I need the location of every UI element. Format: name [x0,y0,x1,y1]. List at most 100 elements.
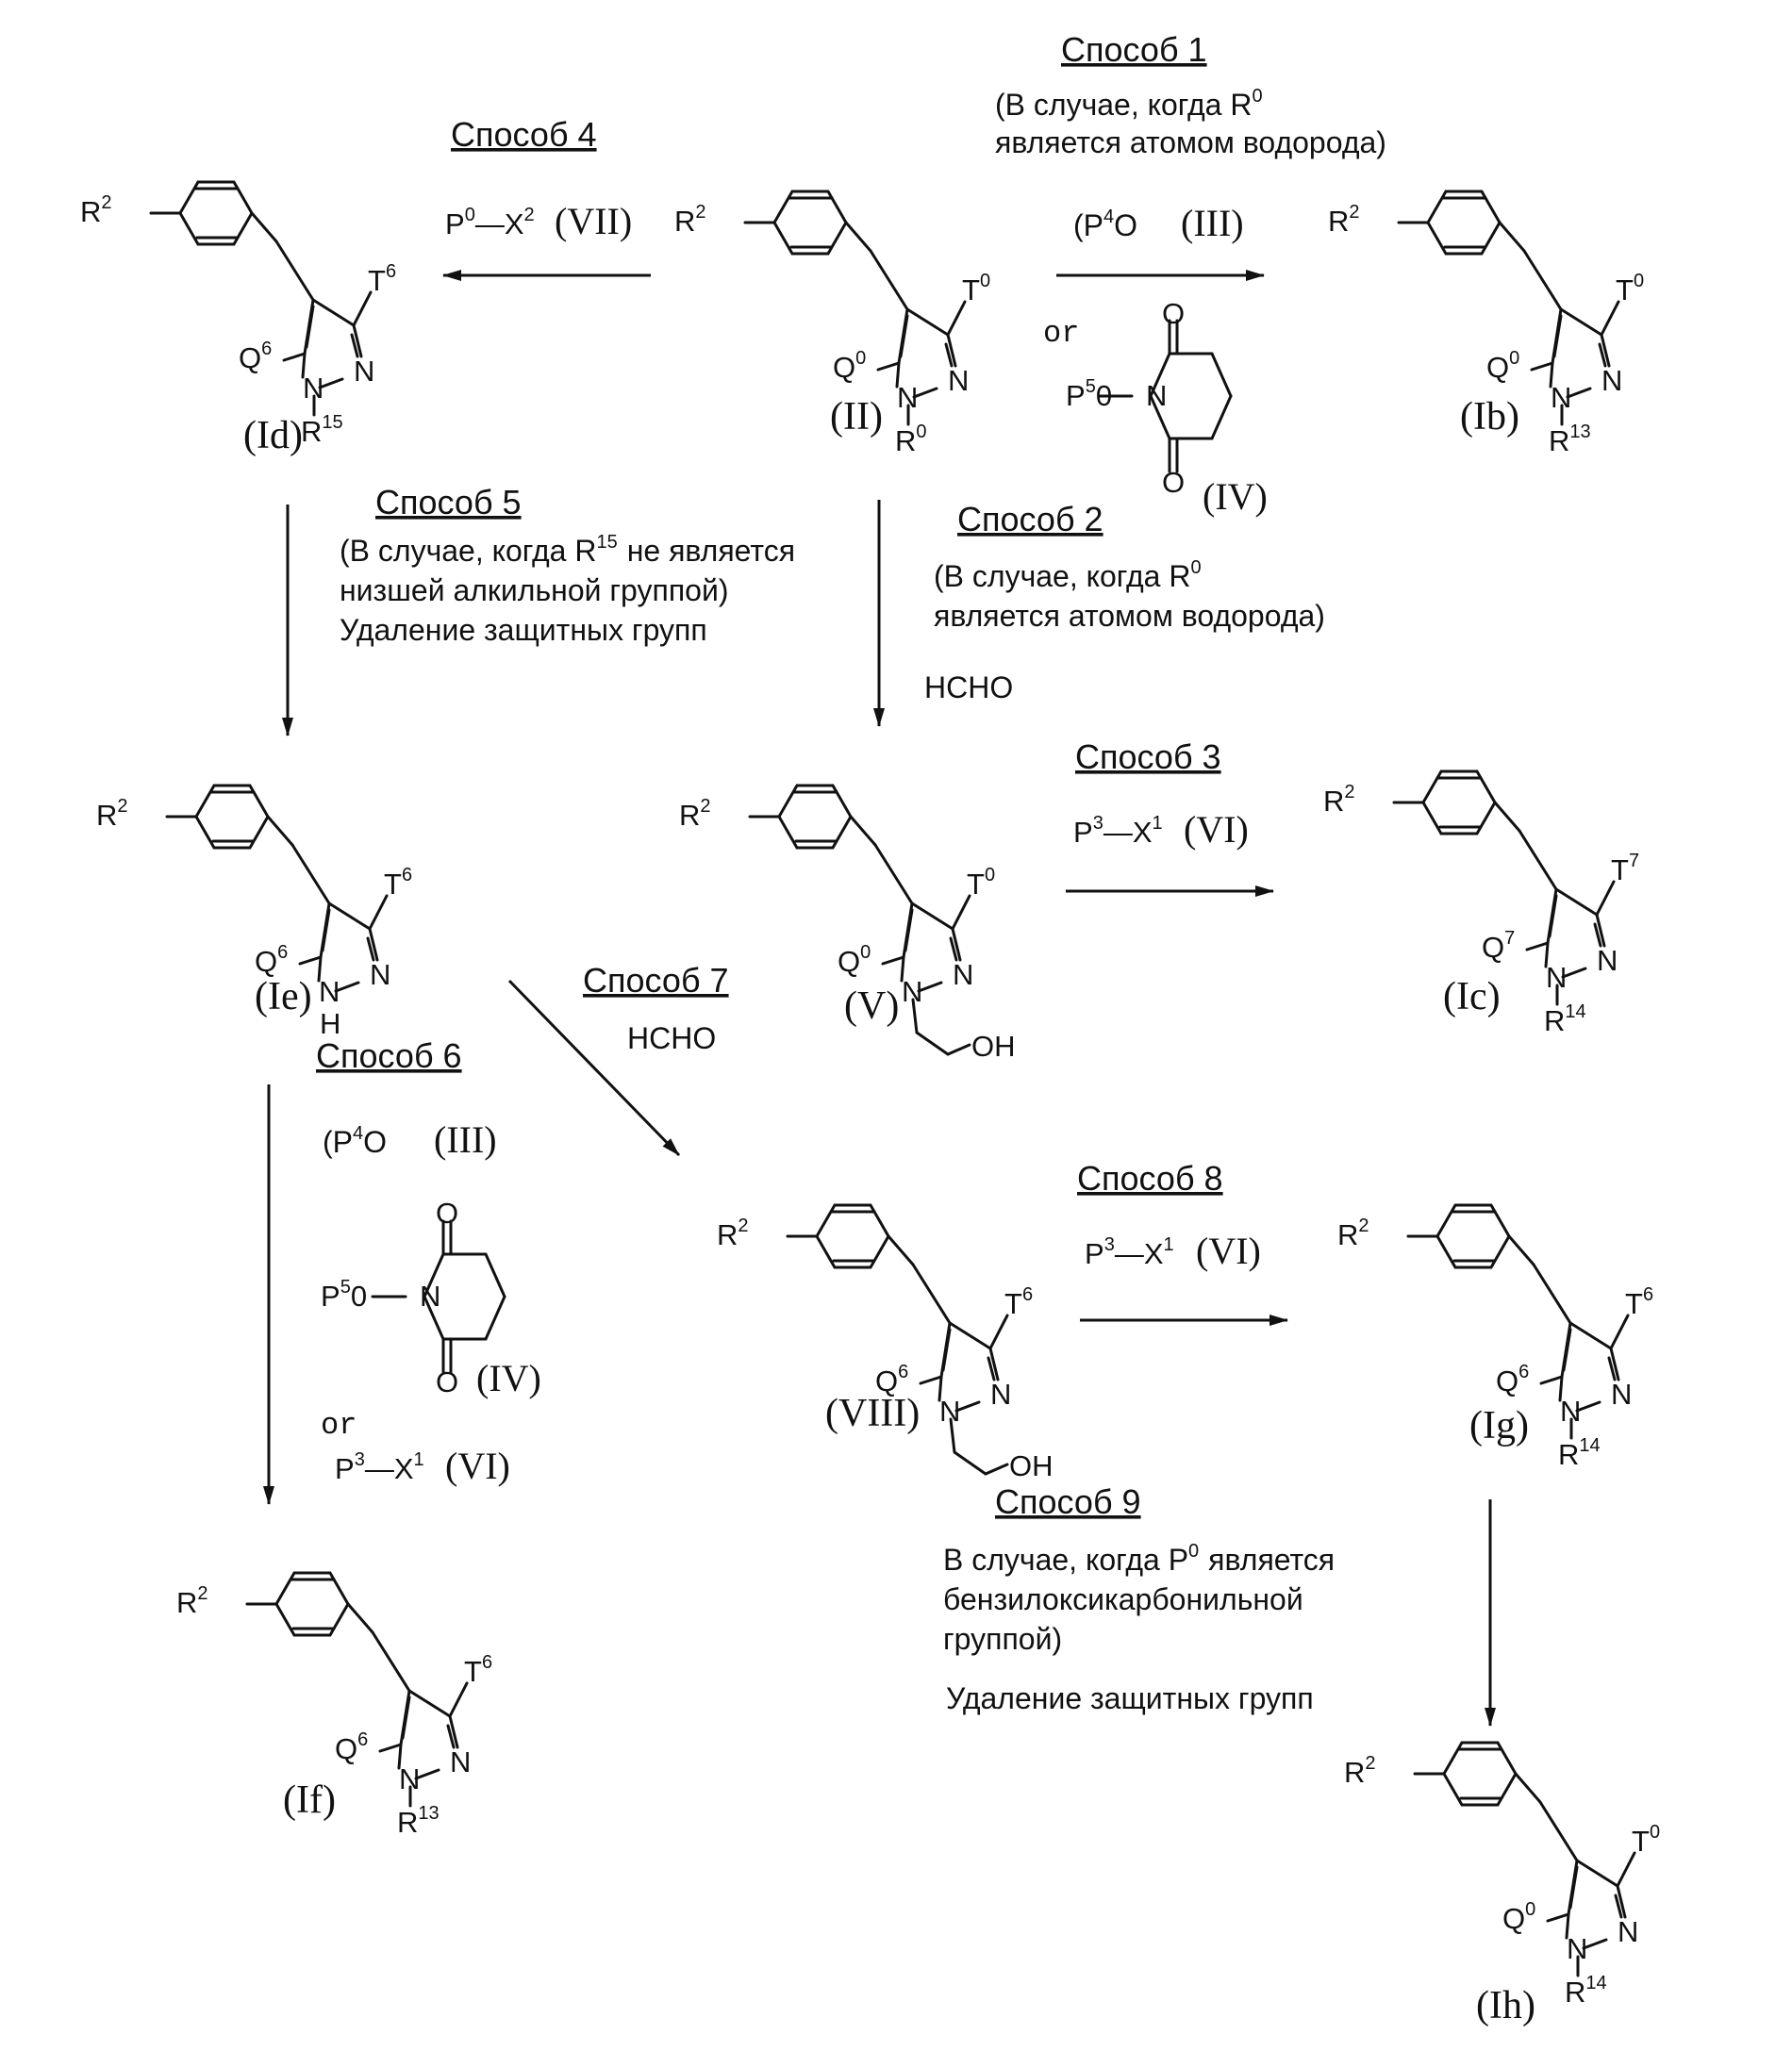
compound-V-N1: N [902,975,922,1008]
method-2-condition-2: является атомом водорода) [934,599,1325,633]
compound-Id-R2: R2 [80,192,112,228]
method-9-condition-2: бензилоксикарбонильной [943,1582,1303,1616]
method-4-title: Способ 4 [451,115,597,154]
compound-Ib-R-N1: R13 [1549,422,1591,457]
compound-Ih-R-N1: R14 [1565,1973,1607,2009]
compound-VIII-N2: N [990,1378,1011,1411]
compound-V-Q: Q0 [838,942,871,978]
compound-Ig-label: (Ig) [1469,1404,1529,1447]
compound-If-structure [247,1573,467,1806]
reagent-IV-O-top: O [1162,297,1185,330]
compound-Ic-Q: Q7 [1482,928,1515,964]
method-5-condition-2: низшей алкильной группой) [340,573,728,607]
method-9-title: Способ 9 [995,1482,1141,1521]
compound-If-N1: N [399,1762,420,1795]
compound-Ib-label: (Ib) [1460,395,1519,438]
compound-Id-N1: N [303,372,324,405]
compound-If-T: T6 [464,1652,492,1688]
compound-Ic-label: (Ic) [1443,975,1501,1018]
compound-II-R2: R2 [674,202,706,238]
compound-Ih-N1: N [1567,1932,1587,1965]
compound-Ih-N2: N [1618,1915,1638,1948]
reagent-III-method-6: (P4O [323,1123,387,1159]
or-label-method-6: or [321,1408,357,1443]
reagent-VI-method-8-label: (VI) [1196,1230,1261,1272]
compound-Ie-label: (Ie) [255,975,312,1018]
compound-Id-T: T6 [368,261,396,297]
compound-Ig-R-N1: R14 [1558,1435,1601,1471]
compound-Ig-N2: N [1611,1378,1632,1411]
compound-II-N2: N [948,364,969,397]
method-2-condition-1: (В случае, когда R0 [934,557,1202,593]
compound-V-OH: OH [971,1030,1016,1063]
method-1-condition-2: является атомом водорода) [995,125,1386,159]
compound-Id-label: (Id) [243,414,303,457]
compound-V-T: T0 [967,865,995,901]
reagent-VII-label: (VII) [555,200,632,242]
method-2-reagent: HCHO [924,670,1013,704]
reagent-IV-P5O: P50 [1066,376,1112,412]
compound-Ib-structure [1399,191,1618,424]
compound-VIII-label: (VIII) [825,1392,920,1435]
reagent-VI-method-6-label: (VI) [445,1445,510,1487]
compound-Ih-T: T0 [1632,1822,1660,1858]
reagent-IV-label: (IV) [1203,475,1268,518]
compound-Ig-T: T6 [1625,1284,1653,1320]
compound-Id-R-N1: R15 [301,412,343,448]
compound-V-label: (V) [844,984,899,1028]
method-2-title: Способ 2 [957,500,1103,538]
compound-Ic-R2: R2 [1323,782,1355,818]
compound-Ic-N1: N [1546,961,1567,994]
reagent-VI-method-3-label: (VI) [1184,808,1249,851]
compound-VIII-OH: OH [1009,1449,1054,1482]
compound-If-label: (If) [283,1778,336,1822]
compound-Id-N2: N [354,355,374,388]
compound-If-N2: N [450,1745,471,1778]
reagent-IV-N: N [1146,379,1167,412]
method-8-title: Способ 8 [1077,1159,1223,1198]
compound-Ib-Q: Q0 [1486,348,1519,384]
compound-Ib-N1: N [1551,381,1571,414]
compound-Ie-T: T6 [384,865,412,901]
reagent-VI-method-3: P3—X1 [1073,813,1163,849]
method-5-condition-3: Удаление защитных групп [340,613,707,647]
method-7-reagent: HCHO [627,1021,716,1055]
compound-Ib-R2: R2 [1328,202,1360,238]
reagent-IV-method-6-label: (IV) [476,1357,541,1399]
compound-V-N2: N [953,958,973,991]
compound-Ig-structure [1408,1205,1628,1438]
compound-V-R2: R2 [679,796,711,832]
reagent-VII: P0—X2 [445,205,535,240]
compound-Ig-R2: R2 [1337,1216,1369,1251]
compound-Ic-N2: N [1597,944,1618,977]
reagent-VI-method-8: P3—X1 [1085,1234,1174,1270]
method-3-title: Способ 3 [1075,737,1221,776]
compound-If-Q: Q6 [335,1729,368,1765]
reagent-III-label: (III) [1181,202,1244,244]
compound-VIII-N1: N [939,1395,960,1428]
compound-Ie-N2: N [370,958,390,991]
reagent-IV-method-6-P5O: P50 [321,1277,367,1313]
compound-II-structure [745,191,965,424]
compound-Ib-T: T0 [1616,271,1644,306]
compound-II-label: (II) [830,395,883,438]
compound-II-T: T0 [962,271,990,306]
compound-II-R-N1: R0 [895,422,927,457]
reagent-IV-O-bottom: O [1162,466,1185,499]
method-6-title: Способ 6 [316,1036,462,1075]
compound-Ie-NH: H [320,1007,340,1040]
arrow-method-7 [509,981,679,1155]
method-9-condition-3: группой) [943,1622,1062,1656]
compound-Ig-N1: N [1560,1395,1581,1428]
method-9-condition-1: В случае, когда P0является [943,1541,1335,1577]
compound-Ie-Q: Q6 [255,942,288,978]
method-5-title: Способ 5 [375,483,522,521]
compound-II-N1: N [897,381,918,414]
method-1-condition-1: (В случае, когда R0 [995,86,1263,122]
method-5-condition-1: (В случае, когда R15не является [340,532,795,568]
compound-Id-Q: Q6 [239,339,272,374]
compound-Ib-N2: N [1601,364,1622,397]
method-9-condition-4: Удаление защитных групп [946,1681,1314,1715]
compound-Ic-T: T7 [1611,851,1639,886]
